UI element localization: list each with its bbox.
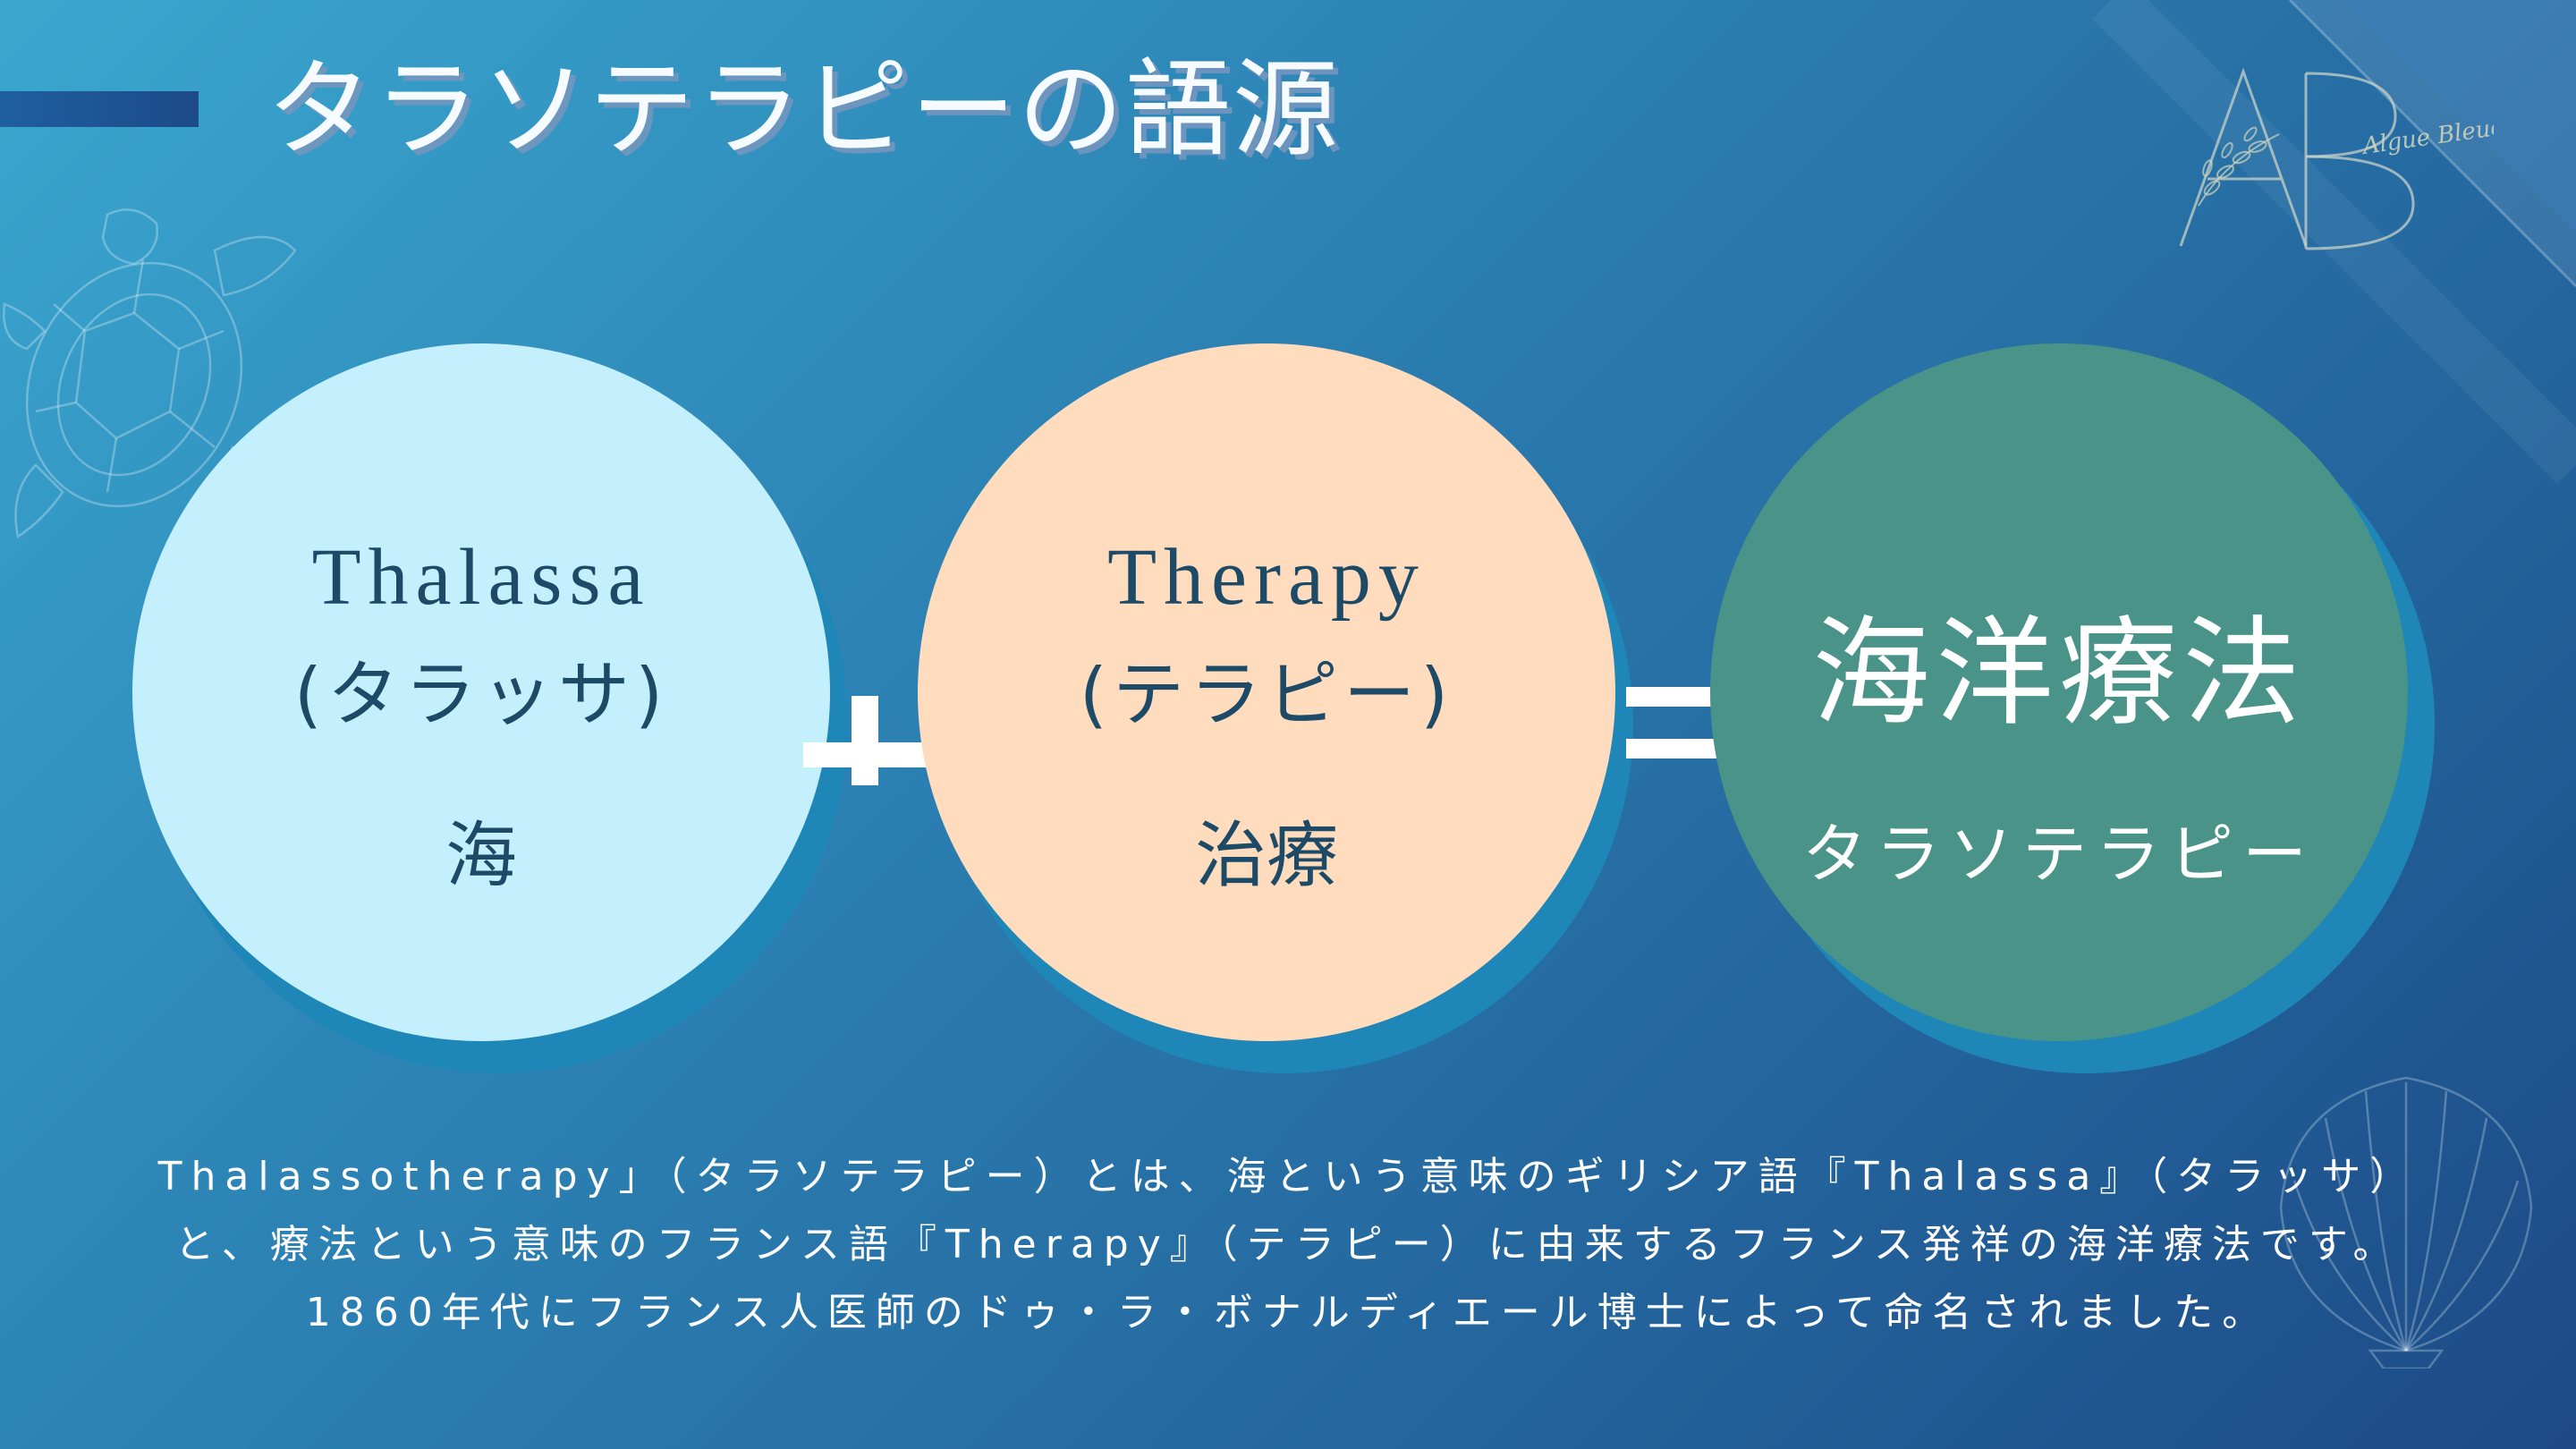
circle-result-main: 海洋療法: [1812, 605, 2306, 742]
leaf-wreath-icon: [2198, 126, 2280, 207]
title-accent-bar: [0, 91, 199, 127]
circle-therapy-katakana: (テラピー): [1079, 653, 1454, 736]
circle-sea-katakana: (タラッサ): [293, 653, 669, 736]
circle-therapy: Therapy (テラピー) 治療: [918, 343, 1615, 1041]
equals-top-bar: [1626, 687, 1737, 707]
circle-sea: Thalassa (タラッサ) 海: [132, 343, 830, 1041]
description-line-2: と、療法という意味のフランス語『Therapy』（テラピー）に由来するフランス発…: [174, 1222, 2402, 1267]
circle-therapy-meaning: 治療: [1195, 814, 1338, 897]
turtle-icon: [3, 208, 297, 539]
circle-therapy-english: Therapy: [1107, 533, 1426, 622]
shell-icon: [2279, 1076, 2533, 1368]
plus-operator: [803, 696, 928, 821]
plus-vertical: [852, 696, 878, 785]
circle-result: 海洋療法 タラソテラピー: [1710, 343, 2408, 1041]
description-text: Thalassotherapy」（タラソテラピー）とは、海という意味のギリシア語…: [0, 1143, 2576, 1347]
brand-logo: Algue Bleue: [2179, 67, 2494, 250]
logo-script: Algue Bleue: [2360, 114, 2494, 160]
circle-sea-english: Thalassa: [311, 533, 651, 622]
circle-result-sub: タラソテラピー: [1801, 817, 2316, 892]
equals-bottom-bar: [1626, 739, 1737, 758]
equals-operator: [1626, 687, 1737, 758]
circle-sea-meaning: 海: [445, 814, 517, 897]
description-line-3: 1860年代にフランス人医師のドゥ・ラ・ボナルディエール博士によって命名されまし…: [305, 1290, 2271, 1335]
page-title: タラソテラピーの語源: [267, 47, 1341, 171]
description-line-1: Thalassotherapy」（タラソテラピー）とは、海という意味のギリシア語…: [157, 1154, 2419, 1199]
